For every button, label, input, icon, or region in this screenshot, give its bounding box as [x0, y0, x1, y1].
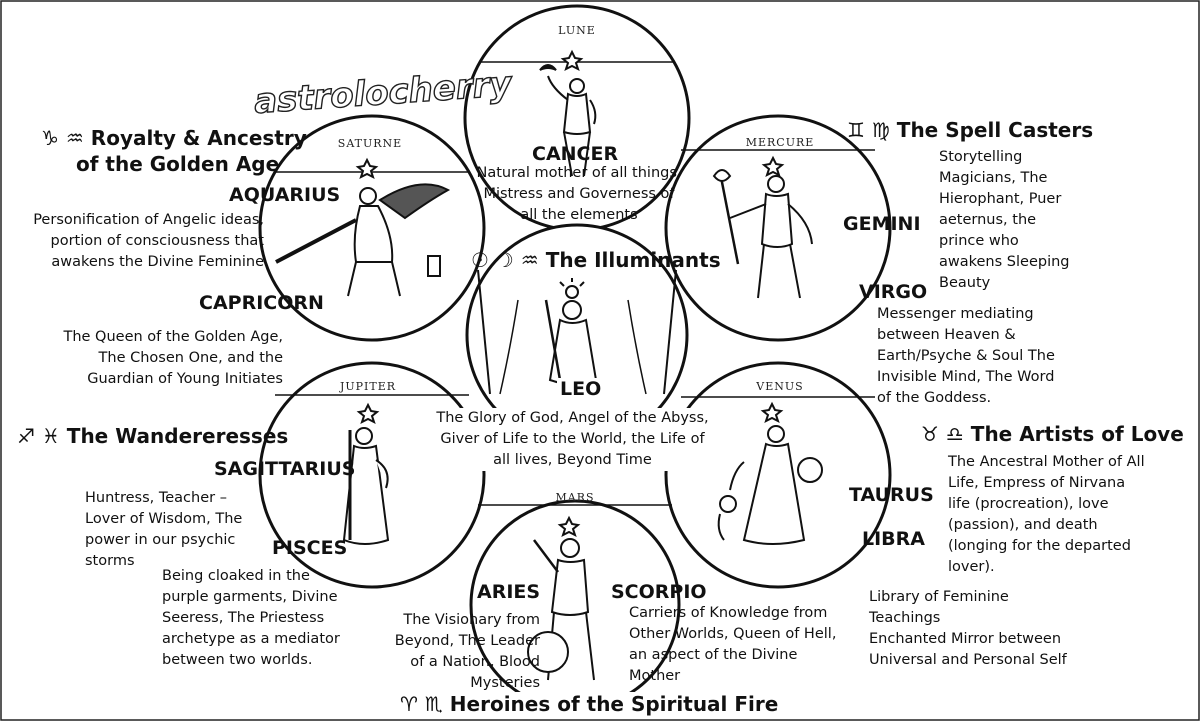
taurus-libra-glyphs: ♉ ♎ [921, 422, 964, 446]
group-heroines-title: ♈ ♏ Heroines of the Spiritual Fire [396, 692, 783, 716]
sign-scorpio: SCORPIO [611, 581, 707, 603]
jupiter-label: JUPITER [339, 380, 396, 393]
group-royalty-title-line2: of the Golden Age [76, 152, 280, 176]
sun-roundel [465, 223, 689, 447]
group-royalty-title-line1: ♑ ♒ Royalty & Ancestry [41, 126, 307, 150]
sign-aries: ARIES [477, 581, 541, 603]
aquarius-description: Personification of Angelic ideas,portion… [33, 212, 264, 270]
capricorn-aquarius-glyphs: ♑ ♒ [41, 126, 84, 150]
sign-gemini: GEMINI [843, 213, 921, 235]
group-wanderers-title: ♐ ♓ The Wandereresses [17, 424, 289, 448]
capricorn-description: The Queen of the Golden Age,The Chosen O… [63, 329, 283, 387]
sign-leo: LEO [557, 378, 605, 400]
sign-taurus: TAURUS [849, 484, 934, 506]
mercury-label: MERCURE [746, 136, 815, 149]
saturn-label: SATURNE [338, 137, 402, 150]
sun-moon-aquarius-glyphs: ☉ ☽ ♒ [471, 248, 539, 272]
sign-sagittarius: SAGITTARIUS [214, 458, 356, 480]
sign-pisces: PISCES [272, 537, 348, 559]
gemini-virgo-glyphs: ♊ ♍ [847, 118, 890, 142]
group-spell-casters-title: ♊ ♍ The Spell Casters [847, 118, 1094, 142]
mars-label: MARS [555, 491, 594, 504]
group-illuminants-title: ☉ ☽ ♒ The Illuminants [471, 248, 721, 272]
group-artists-title: ♉ ♎ The Artists of Love [921, 422, 1184, 446]
mercury-roundel: MERCURE [664, 114, 892, 342]
sign-cancer: CANCER [532, 143, 619, 165]
cancer-description: Natural mother of all things,Mistress an… [476, 165, 682, 223]
sign-aquarius: AQUARIUS [229, 184, 341, 206]
leo-description: The Glory of God, Angel of the Abyss,Giv… [420, 408, 725, 471]
sign-virgo: VIRGO [859, 281, 928, 303]
sign-libra: LIBRA [862, 528, 925, 550]
venus-label: VENUS [755, 380, 803, 393]
saturn-roundel: SATURNE [258, 114, 486, 342]
venus-roundel: VENUS [664, 361, 892, 589]
moon-roundel: LUNE [463, 4, 691, 232]
mars-roundel: MARS [469, 491, 681, 711]
aries-scorpio-glyphs: ♈ ♏ [400, 692, 443, 716]
sign-capricorn: CAPRICORN [199, 292, 324, 314]
moon-label: LUNE [558, 24, 596, 37]
sagittarius-pisces-glyphs: ♐ ♓ [17, 424, 60, 448]
